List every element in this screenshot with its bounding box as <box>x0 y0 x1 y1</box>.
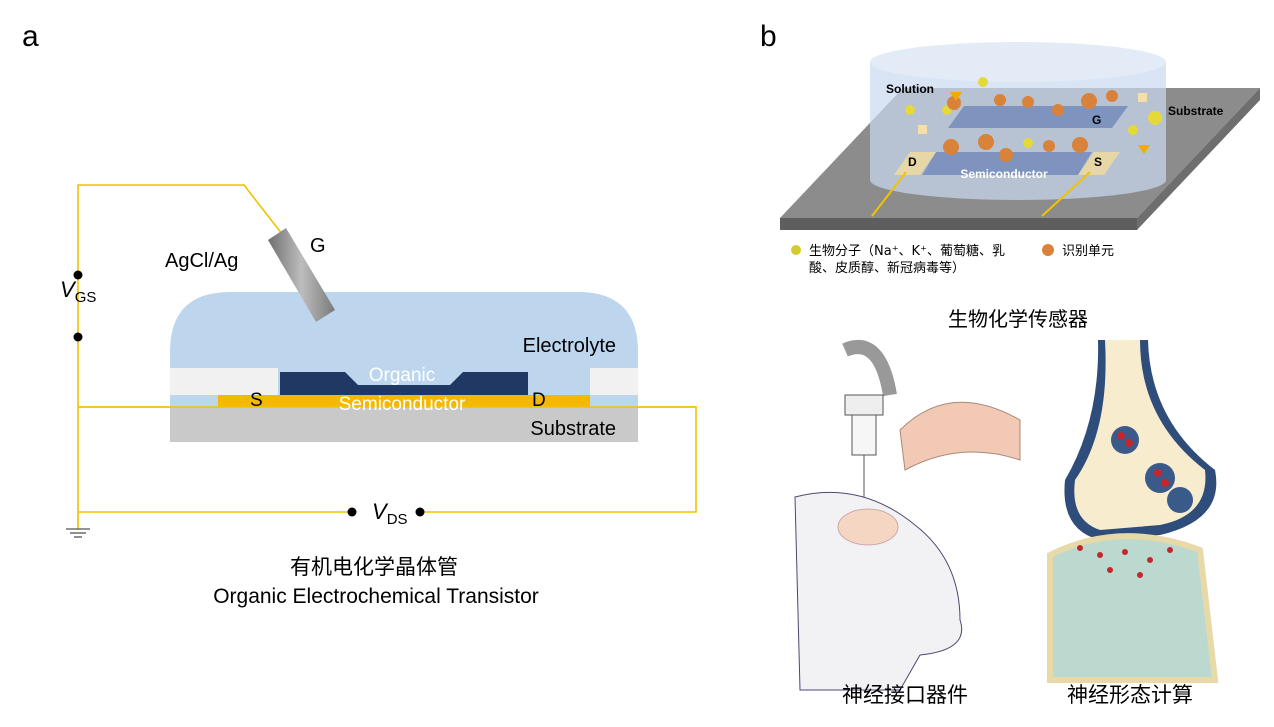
vgs-terminal <box>73 270 83 280</box>
source-pad <box>1078 152 1120 175</box>
source-drain-electrodes <box>218 395 590 407</box>
semiconductor-label-b: Semiconductor <box>960 167 1048 181</box>
drain-pad <box>894 152 936 175</box>
panel-a-label: a <box>22 20 39 53</box>
recognition-units <box>943 90 1118 162</box>
panel-b-label: b <box>760 20 777 53</box>
vds-terminal <box>415 507 425 517</box>
substrate-label-b: Substrate <box>1168 104 1224 118</box>
semiconductor-label: Semiconductor <box>339 394 466 415</box>
vgs-label: VGS <box>60 277 96 306</box>
analyte-triangle <box>1138 145 1150 154</box>
ground-symbol <box>66 512 90 538</box>
electrolyte-label: Electrolyte <box>523 335 616 357</box>
legend-biomolecule: 酸、皮质醇、新冠病毒等） <box>809 260 965 276</box>
analyte-square <box>1138 93 1147 102</box>
drain-label: D <box>532 390 546 411</box>
substrate-label: Substrate <box>530 418 616 440</box>
neural-interface-illustration <box>794 340 1021 691</box>
encapsulation-left <box>170 368 278 395</box>
source-lead <box>1041 171 1091 217</box>
drain-lead <box>871 171 907 217</box>
caption-en: Organic Electrochemical Transistor <box>213 585 539 608</box>
encapsulation-right <box>590 368 638 395</box>
caption-cn: 有机电化学晶体管 <box>290 555 458 579</box>
gate-plate <box>948 106 1128 128</box>
neuromorphic-caption: 神经形态计算 <box>1067 683 1193 707</box>
vgs-terminal <box>73 332 83 342</box>
vds-terminal <box>347 507 357 517</box>
gate-electrode <box>268 228 335 322</box>
sensor-title: 生物化学传感器 <box>948 307 1088 331</box>
drain-label-b: D <box>908 155 917 169</box>
substrate <box>170 407 638 442</box>
gate-label-b: G <box>1092 113 1101 127</box>
solution-label: Solution <box>886 82 934 96</box>
vds-label: VDS <box>372 499 408 528</box>
electrode-label: AgCl/Ag <box>165 250 238 272</box>
gate-label: G <box>310 235 326 257</box>
recognition-unit-legend-icon <box>1042 244 1054 256</box>
legend-recognition-unit: 识别单元 <box>1062 244 1114 259</box>
analyte-square <box>918 125 927 134</box>
biomolecule-legend-icon <box>791 245 801 255</box>
electrolyte <box>170 292 638 365</box>
neural-interface-caption: 神经接口器件 <box>842 683 968 707</box>
semiconductor-plate <box>922 152 1092 175</box>
synapse-illustration <box>1047 340 1219 683</box>
source-label-b: S <box>1094 155 1102 169</box>
source-label: S <box>250 390 263 411</box>
semiconductor-label: Organic <box>369 365 436 386</box>
analyte-triangle <box>950 92 962 101</box>
legend-biomolecule: 生物分子（Na⁺、K⁺、葡萄糖、乳 <box>809 243 1005 259</box>
organic-semiconductor <box>280 372 528 395</box>
